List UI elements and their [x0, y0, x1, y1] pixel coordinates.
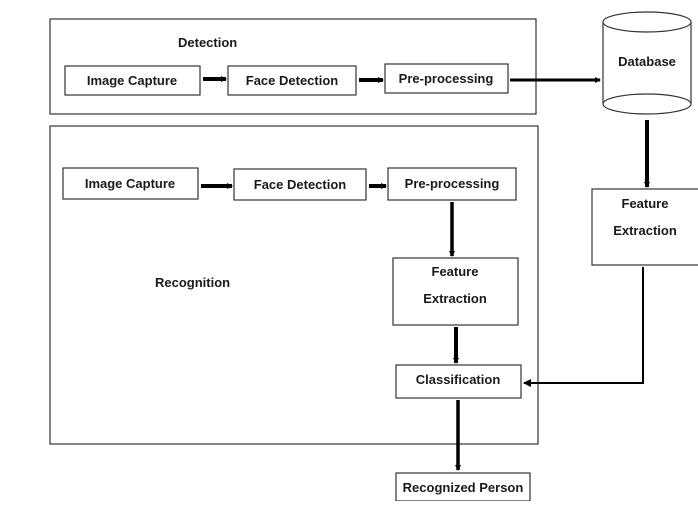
recognition-image-capture-box: [62, 167, 199, 200]
recognized-person-label: Recognized Person: [403, 480, 524, 495]
recognized-person-box: [395, 472, 531, 502]
detection-face-detection-label: Face Detection: [246, 73, 339, 88]
db-feature-extraction-box: [591, 188, 698, 266]
recognition-feature-extraction-line2: Extraction: [423, 291, 487, 306]
recognition-title: Recognition: [155, 275, 230, 290]
classification-box: [395, 364, 522, 399]
detection-image-capture-label: Image Capture: [87, 73, 177, 88]
db-feature-extraction-line1: Feature: [622, 196, 669, 211]
recognition-face-detection-box: [233, 168, 367, 201]
recognition-feature-extraction-line1: Feature: [432, 264, 479, 279]
detection-face-detection-box: [227, 65, 357, 96]
recognition-preprocessing-label: Pre-processing: [405, 176, 500, 191]
detection-title: Detection: [178, 35, 237, 50]
database-icon: [602, 11, 692, 115]
db-feature-extraction-line2: Extraction: [613, 223, 677, 238]
detection-preprocessing-box: [384, 63, 509, 94]
recognition-preprocessing-box: [387, 167, 517, 201]
arrow-db-feature-to-classification: [523, 267, 644, 387]
detection-frame: [49, 18, 537, 115]
recognition-face-detection-label: Face Detection: [254, 177, 347, 192]
detection-preprocessing-label: Pre-processing: [399, 71, 494, 86]
recognition-image-capture-label: Image Capture: [85, 176, 175, 191]
detection-image-capture-box: [64, 65, 201, 96]
recognition-feature-extraction-box: [392, 257, 519, 326]
recognition-frame: [49, 125, 539, 445]
classification-label: Classification: [416, 372, 501, 387]
database-label: Database: [618, 54, 676, 69]
